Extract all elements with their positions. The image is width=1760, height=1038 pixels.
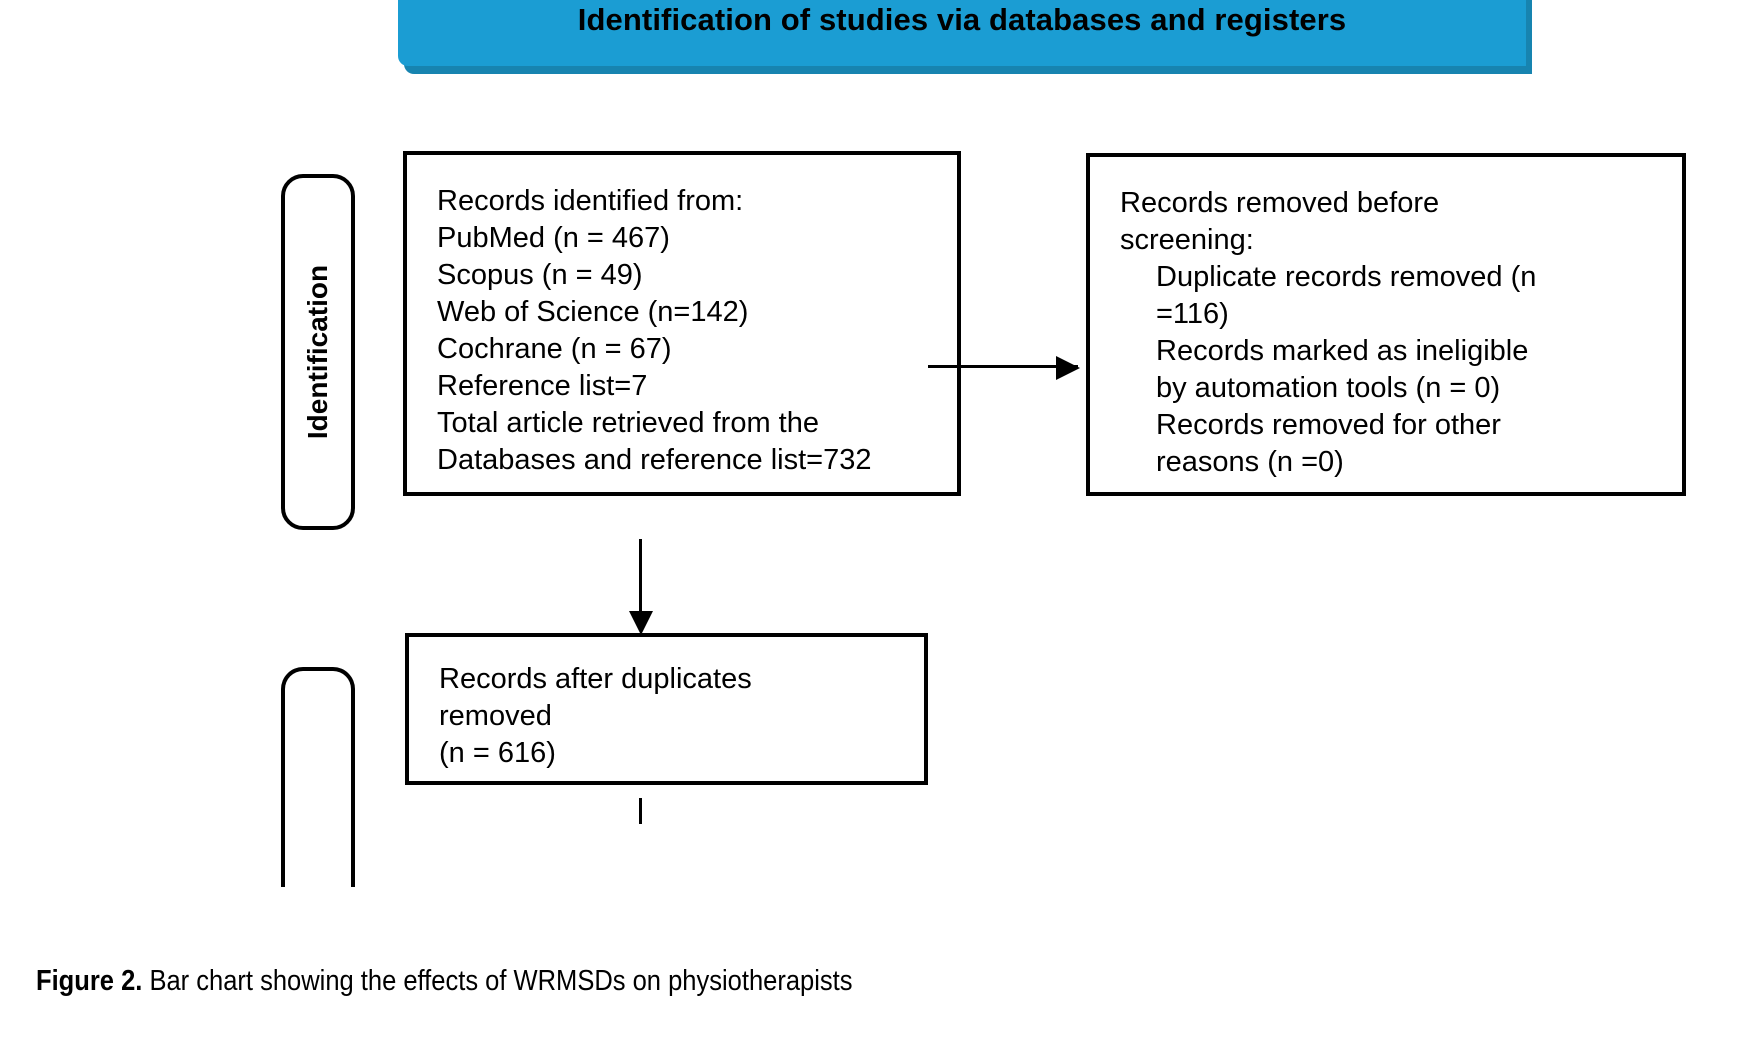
box-line: removed [439,700,552,732]
box-line: Records identified from: [437,185,744,217]
box-line: Records marked as ineligible [1156,335,1529,367]
box-line: Web of Science (n=142) [437,296,749,328]
box-line: Cochrane (n = 67) [437,333,672,365]
box-records-after-duplicates: Records after duplicates removed (n = 61… [405,633,928,785]
figure-caption-label: Figure 2. [36,965,143,997]
box-line: reasons (n =0) [1156,446,1344,478]
banner-body [398,0,1526,66]
box-line: Records removed before [1120,187,1440,219]
box-line: Reference list=7 [437,370,648,402]
box-line: Records after duplicates [439,663,752,695]
box-line: Databases and reference list=732 [437,444,872,476]
box-records-identified: Records identified from: PubMed (n = 467… [403,151,961,496]
box-line: Duplicate records removed (n [1156,261,1537,293]
box-records-removed: Records removed before screening: Duplic… [1086,153,1686,496]
phase-bar-identification-label: Identification [302,264,333,440]
box-line: =116) [1156,298,1229,330]
phase-bar-screening [281,667,355,887]
phase-bar-identification: Identification [281,174,355,530]
banner-title: Identification of studies via databases … [577,2,1347,37]
figure-caption: Figure 2. Bar chart showing the effects … [36,962,853,1000]
arrow-identified-to-removed-icon [928,356,1080,380]
phase-banner-identification: Identification of studies via databases … [398,0,1532,74]
figure-caption-text: Bar chart showing the effects of WRMSDs … [142,965,853,997]
box-line: (n = 616) [439,737,556,769]
arrow-identified-to-after-duplicates-icon [629,539,653,635]
box-line: Records removed for other [1156,409,1501,441]
box-line: PubMed (n = 467) [437,222,670,254]
box-line: screening: [1120,224,1254,256]
connector-stub-below-after-duplicates [639,798,642,824]
box-line: Scopus (n = 49) [437,259,643,291]
box-line: Total article retrieved from the [437,407,819,439]
box-line: by automation tools (n = 0) [1156,372,1501,404]
